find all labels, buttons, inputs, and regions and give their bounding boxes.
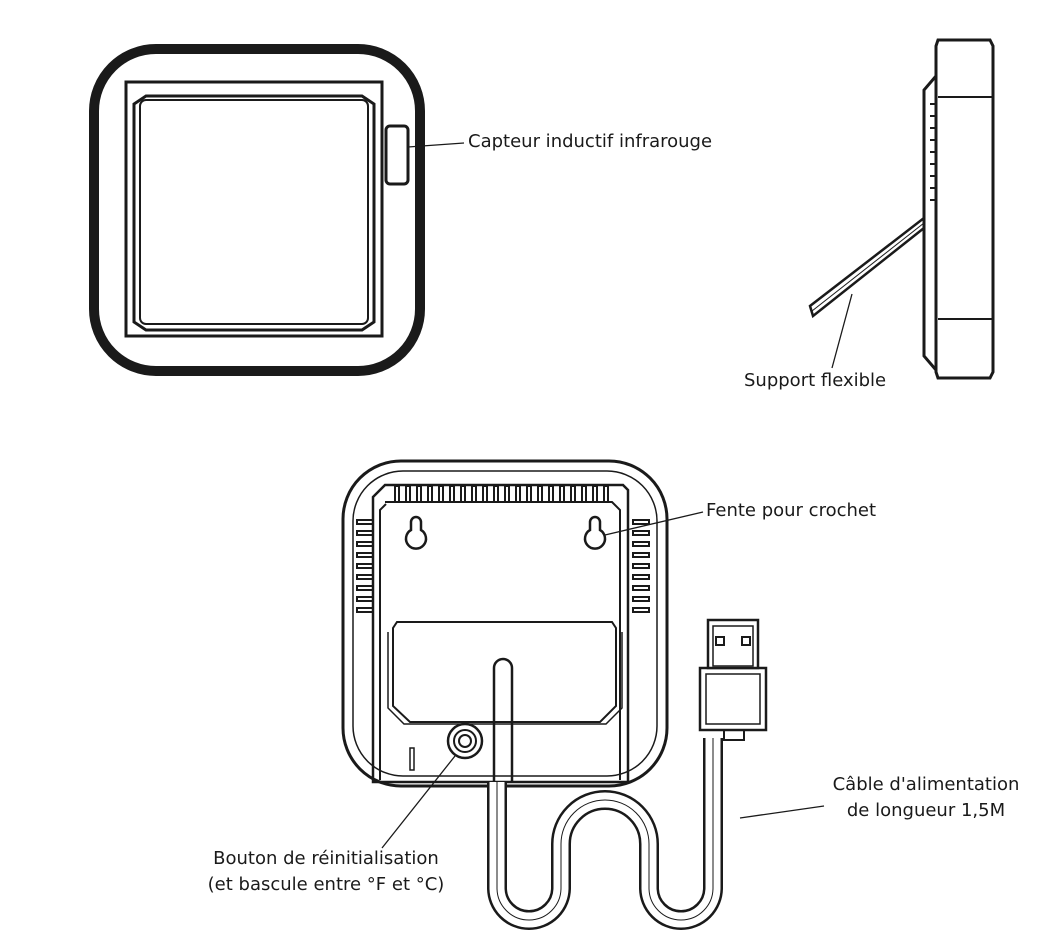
cable-channel [492,657,514,782]
hook-slot-left [404,515,428,550]
top-vents [394,485,609,503]
left-vents [356,519,374,613]
reset-button-label-line2: (et bascule entre °F et °C) [207,874,445,895]
reset-leader-line [381,755,456,849]
reset-button [446,722,484,760]
screen-inner [139,99,369,325]
infrared-sensor [384,124,410,186]
flexible-stand-label: Support flexible [744,370,887,391]
power-cable-label-line2: de longueur 1,5M [846,800,1006,821]
front-view [89,44,465,376]
side-back-plate [922,75,938,371]
power-cable-label: Câble d'alimentation de longueur 1,5M [820,772,1032,824]
hook-slot-right [583,515,607,550]
stand-leader-line [831,293,853,369]
back-view [341,459,704,849]
reset-button-label-line1: Bouton de réinitialisation [213,848,439,869]
infrared-sensor-label: Capteur inductif infrarouge [468,131,713,152]
usb-plug [698,618,825,819]
flexible-stand [808,217,925,319]
side-body [934,38,995,380]
front-screen [132,94,376,332]
hook-slot-label: Fente pour crochet [706,500,877,521]
front-outer-frame [89,44,425,376]
cable-leader-line [739,805,825,819]
sensor-leader-line [407,142,465,148]
hook-leader-line [604,511,704,536]
side-vents [930,103,936,201]
front-bezel [124,80,384,338]
usb-body [698,666,768,732]
right-vents [632,519,650,613]
power-cable [487,738,723,930]
back-panel [371,483,630,784]
reset-button-label: Bouton de réinitialisation (et bascule e… [196,846,456,898]
power-cable-label-line1: Câble d'alimentation [832,774,1020,795]
stand-recess [392,621,617,723]
side-view [808,38,995,380]
